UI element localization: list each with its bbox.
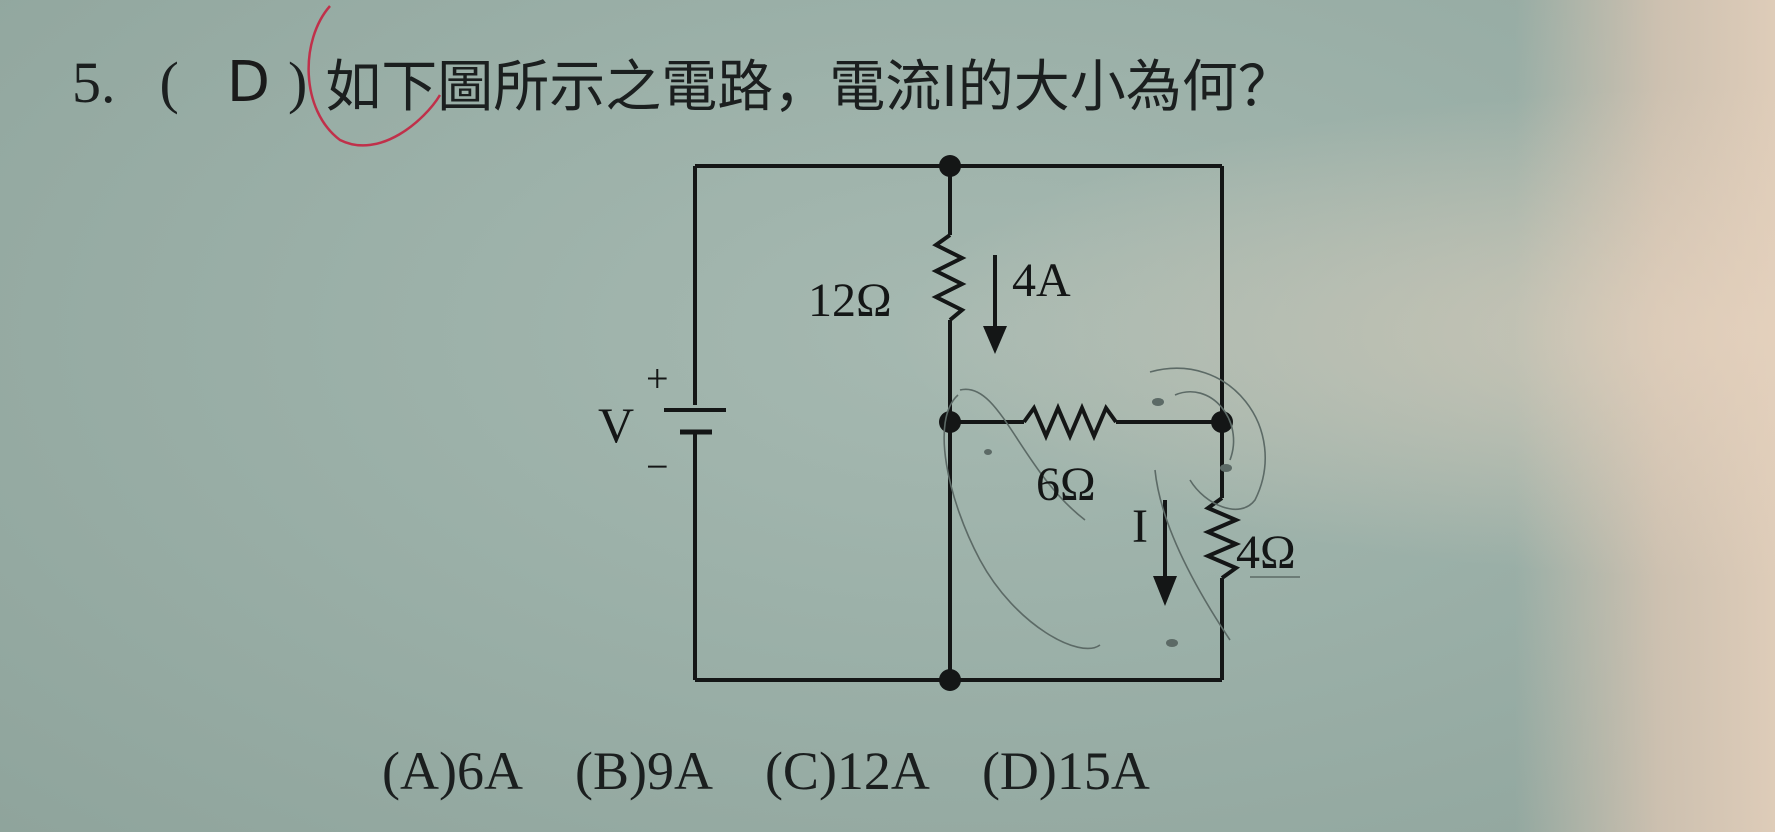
pencil-annotations <box>943 367 1266 650</box>
option-b: (B)9A <box>574 741 713 801</box>
answer-options: (A)6A (B)9A (C)12A (D)15A <box>382 736 1202 806</box>
handwritten-answer: D <box>226 49 270 115</box>
option-d: (D)15A <box>981 741 1150 801</box>
r1-label: 12Ω <box>808 274 892 327</box>
r3-label: 4Ω <box>1236 526 1296 579</box>
answer-open-paren: ( <box>159 49 179 115</box>
pencil-dots <box>984 398 1232 647</box>
current-arrow-4a <box>983 255 1007 354</box>
r2-label: 6Ω <box>1036 458 1096 511</box>
i-label: I <box>1132 500 1148 553</box>
question-number: 5. <box>72 49 116 115</box>
battery-symbol <box>664 408 726 435</box>
red-answer-circle <box>307 5 442 147</box>
r1-current-label: 4A <box>1012 254 1071 307</box>
question-line: 5. ( D ) 如下圖所示之電路，電流I的大小為何？ <box>72 40 1294 124</box>
plus-sign: + <box>646 356 669 401</box>
source-label: V <box>598 397 634 453</box>
answer-close-paren: ) <box>287 49 308 115</box>
option-c: (C)12A <box>764 741 930 801</box>
option-a: (A)6A <box>382 741 523 801</box>
minus-sign: − <box>646 444 669 489</box>
circuit-wires <box>693 164 1242 682</box>
question-text: 如下圖所示之電路，電流I的大小為何？ <box>325 54 1294 120</box>
